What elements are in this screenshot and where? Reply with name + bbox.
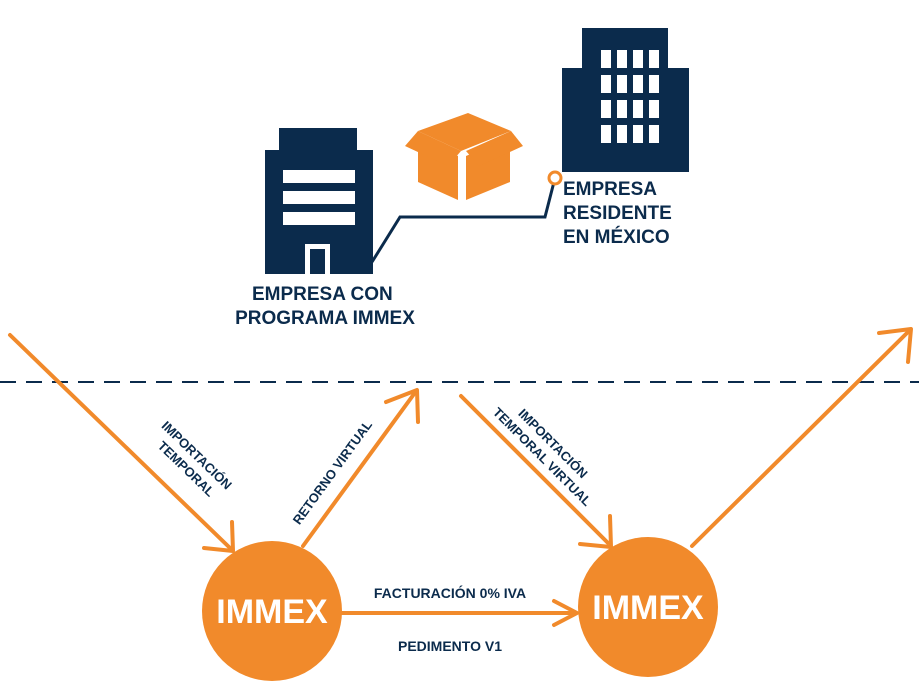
customs-label: PEDIMENTO V1: [398, 638, 502, 654]
virtual-temporary-import-arrowhead: [578, 514, 613, 549]
package-box-icon: [405, 113, 523, 200]
invoice-label: FACTURACIÓN 0% IVA: [374, 584, 526, 601]
connector-dot: [547, 170, 563, 186]
virtual-return-arrow: [301, 392, 416, 548]
immex-node-right-label: IMMEX: [592, 589, 704, 627]
mexico-company-label: EMPRESA RESIDENTE EN MÉXICO: [563, 179, 677, 248]
virtual-temporary-import-label: IMPORTACIÓN TEMPORAL VIRTUAL: [490, 393, 606, 509]
invoice-arrowhead: [552, 599, 579, 627]
virtual-return-arrowhead: [384, 388, 420, 424]
temporary-import-arrowhead: [202, 520, 235, 553]
immex-company-building-icon: [265, 128, 373, 274]
virtual-return-label: RETORNO VIRTUAL: [290, 417, 375, 527]
mexico-company-building-icon: [562, 28, 689, 172]
immex-node-left-circle: [202, 541, 342, 681]
temporary-import-label: IMPORTACIÓN TEMPORAL: [147, 418, 238, 507]
immex-node-left-label: IMMEX: [216, 593, 328, 631]
temporary-import-arrow: [8, 333, 232, 550]
export-arrowhead: [877, 327, 913, 364]
immex-node-right-circle: [578, 537, 718, 677]
virtual-temporary-import-arrow: [459, 394, 610, 545]
immex-company-label: EMPRESA CON PROGRAMA IMMEX: [235, 284, 415, 329]
connector-line: [370, 177, 557, 263]
export-arrow: [690, 328, 912, 548]
